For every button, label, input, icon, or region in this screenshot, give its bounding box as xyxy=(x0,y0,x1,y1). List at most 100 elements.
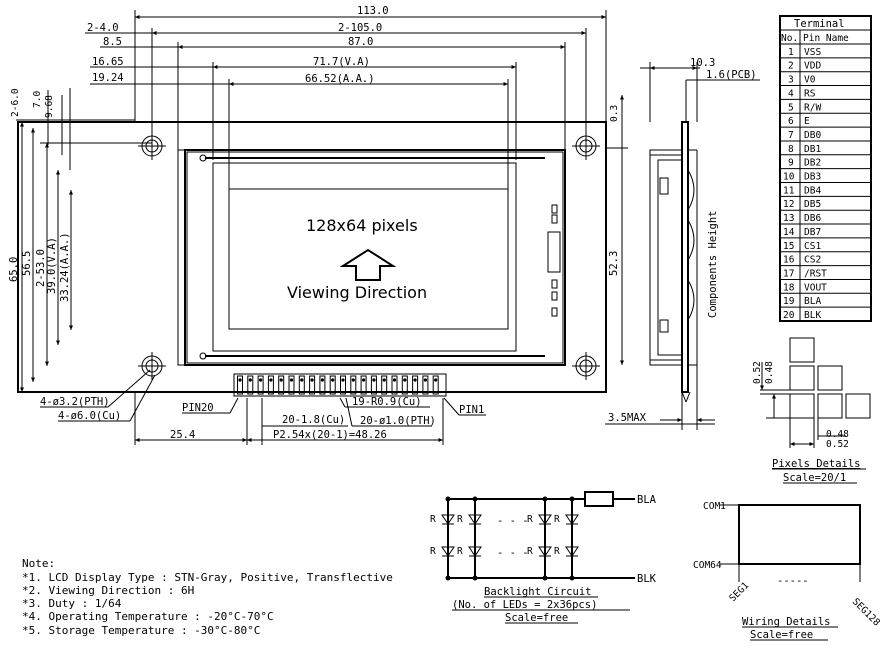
terminal-pin-name: VOUT xyxy=(804,282,827,293)
wiring-scale: Scale=free xyxy=(750,629,813,641)
pin xyxy=(237,375,243,395)
pixel-details-title: Pixels Details xyxy=(772,458,861,470)
pins xyxy=(237,375,439,395)
dim-113: 113.0 xyxy=(357,5,389,17)
pin xyxy=(350,375,357,395)
viewing-area xyxy=(212,162,517,352)
terminal-pin-no: 14 xyxy=(783,227,795,238)
left-small-dimensions: 2-6.0 7.0 9.68 xyxy=(10,88,152,170)
note-2: *2. Viewing Direction : 6H xyxy=(22,584,194,597)
pin1-label: PIN1 xyxy=(459,404,484,416)
terminal-pin-name: DB7 xyxy=(804,227,821,238)
blk-label: BLK xyxy=(637,573,657,585)
led: R xyxy=(527,546,552,557)
led: R xyxy=(554,514,579,525)
led-light-label: R xyxy=(554,546,560,557)
dim-52-3: 52.3 xyxy=(608,251,620,276)
pixel-h1: 0.48 xyxy=(826,429,849,440)
terminal-pin-name: DB3 xyxy=(804,172,821,183)
backlight-sub: (No. of LEDs = 2x36pcs) xyxy=(452,599,597,611)
bla-label: BLA xyxy=(637,494,657,506)
led: R xyxy=(430,514,455,525)
side-view: 10.3 1.6(PCB) Components Height 3.5MAX xyxy=(605,57,760,430)
pin xyxy=(288,375,295,395)
led: R xyxy=(527,514,552,525)
dim-10-3: 10.3 xyxy=(690,57,715,69)
dim-0-3: 0.3 xyxy=(609,105,620,122)
pin xyxy=(329,375,336,395)
dim-56-5: 56.5 xyxy=(21,251,33,276)
viewing-direction-arrow xyxy=(339,248,397,281)
terminal-pin-name: DB1 xyxy=(804,144,821,155)
led-light-label: R xyxy=(457,546,463,557)
dim-7-0: 7.0 xyxy=(32,91,43,108)
com1-label: COM1 xyxy=(703,501,726,512)
resistor xyxy=(584,491,614,507)
terminal-pin-name: DB6 xyxy=(804,213,821,224)
lcd-side xyxy=(649,149,683,366)
pixel-details: 0.52 0.48 0.48 0.52 Pixels Details Scale… xyxy=(752,337,871,484)
pixel-v1: 0.52 xyxy=(752,361,763,384)
terminal-pin-no: 13 xyxy=(783,213,794,224)
pixel-v2: 0.48 xyxy=(764,361,775,384)
terminal-pin-name: VSS xyxy=(804,47,821,58)
terminal-pin-name: VDD xyxy=(804,61,821,72)
seg128-label: SEG128 xyxy=(850,596,882,628)
notes-heading: Note: xyxy=(22,557,55,570)
led-light-label: R xyxy=(554,514,560,525)
pin xyxy=(370,375,377,395)
pin xyxy=(319,375,326,395)
dim-2-4: 2-4.0 xyxy=(87,22,119,34)
terminal-pin-no: 12 xyxy=(783,199,794,210)
pcb-outline xyxy=(17,121,607,393)
terminal-pin-no: 17 xyxy=(783,268,794,279)
mounting-holes xyxy=(138,132,600,380)
dim-87: 87.0 xyxy=(348,36,373,48)
note-3: *3. Duty : 1/64 xyxy=(22,597,122,610)
pitch-total-label: P2.54x(20-1)=48.26 xyxy=(273,429,387,441)
terminal-pin-name: DB4 xyxy=(804,185,821,196)
backlight-scale: Scale=free xyxy=(505,612,568,624)
dim-9-68: 9.68 xyxy=(44,95,55,118)
terminal-pin-no: 20 xyxy=(783,310,795,321)
dim-25-4: 25.4 xyxy=(170,429,195,441)
pcb-side xyxy=(681,121,689,393)
pin xyxy=(309,375,316,395)
pin xyxy=(278,375,285,395)
bottom-dimensions: 4-ø3.2(PTH) 4-ø6.0(Cu) PIN20 PIN1 19-R0.… xyxy=(40,369,486,445)
led-dashes-1: - - - xyxy=(497,515,529,527)
led-light-label: R xyxy=(457,514,463,525)
dim-2-53: 2-53.0 xyxy=(35,249,47,287)
pin xyxy=(298,375,305,395)
terminal-pin-name: /RST xyxy=(804,268,827,279)
terminal-pin-no: 7 xyxy=(788,130,794,141)
pin xyxy=(381,375,388,395)
seg1-label: SEG1 xyxy=(727,580,751,604)
terminal-col-no: No. xyxy=(781,33,798,44)
pin xyxy=(360,375,367,395)
note-5: *5. Storage Temperature : -30°C-80°C xyxy=(22,624,260,637)
pitch-1-8-label: 20-1.8(Cu) xyxy=(282,414,345,426)
left-large-dimensions: 65.0 56.5 2-53.0 39.0(V.A) 33.24(A.A.) xyxy=(8,122,73,392)
dim-8-5: 8.5 xyxy=(103,36,122,48)
terminal-pin-name: R/W xyxy=(804,102,821,113)
pin xyxy=(267,375,274,395)
dim-16-65: 16.65 xyxy=(92,56,124,68)
wiring-dashes: ----- xyxy=(777,575,809,587)
pin xyxy=(422,375,429,395)
pin20-label: PIN20 xyxy=(182,402,214,414)
